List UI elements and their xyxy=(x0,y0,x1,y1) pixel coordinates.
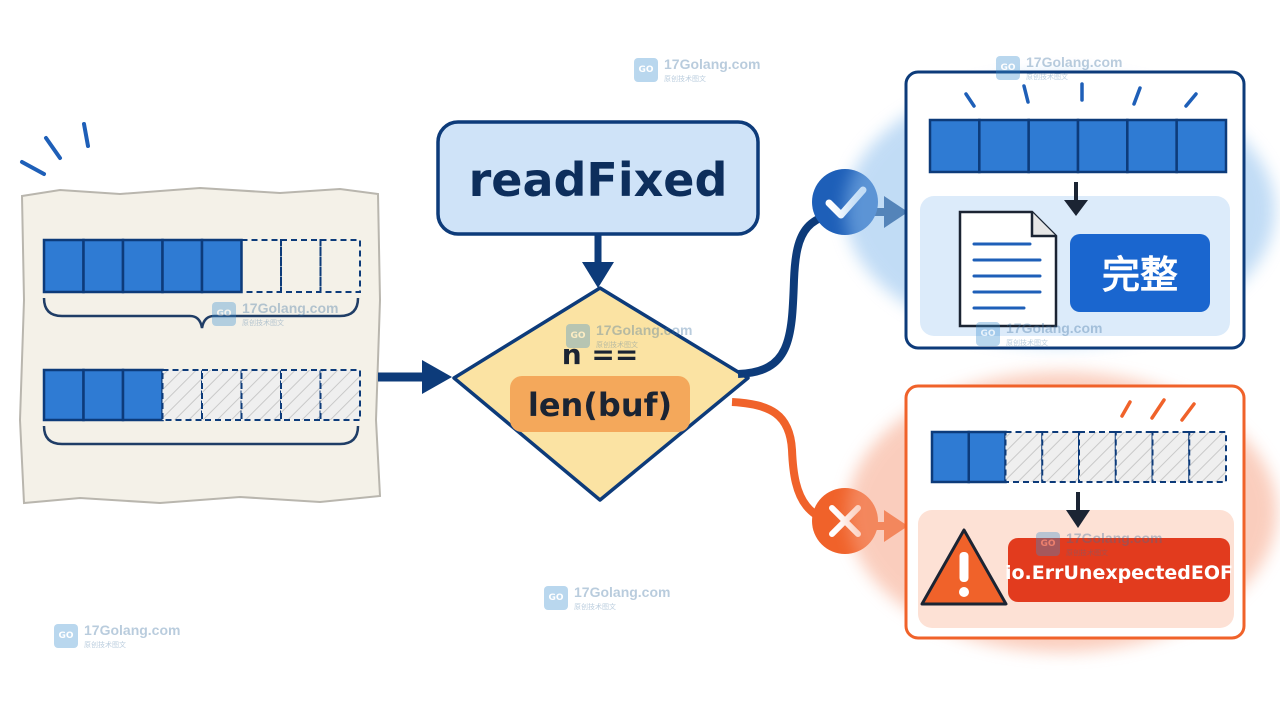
buffer-cell-empty xyxy=(1188,431,1227,483)
failure-buffer-partial xyxy=(930,430,1227,484)
function-box: readFixed xyxy=(436,120,760,236)
document-icon xyxy=(958,210,1058,328)
sparkle-line xyxy=(964,92,976,108)
buffer-cell-filled xyxy=(42,368,85,422)
sparkle-marks-success xyxy=(964,82,1198,108)
success-down-arrow xyxy=(1064,182,1088,216)
failure-down-arrow xyxy=(1066,492,1090,528)
buffer-cell-filled xyxy=(1126,118,1178,174)
buffer-cell-filled xyxy=(928,118,981,174)
buffer-cell-empty xyxy=(1151,431,1191,483)
buffer-cell-filled xyxy=(161,238,204,294)
condition-text-line1: n == xyxy=(562,338,639,371)
arrow-to-condition xyxy=(378,360,452,394)
buffer-cell-empty xyxy=(280,369,322,421)
buffer-cell-filled xyxy=(82,238,125,294)
failure-label: io.ErrUnexpectedEOF xyxy=(1005,562,1233,584)
condition-text-line2: len(buf) xyxy=(528,386,672,424)
buffer-cell-empty xyxy=(1114,431,1154,483)
buffer-cell-empty xyxy=(319,369,361,421)
sparkle-line xyxy=(1180,402,1196,422)
brace-top xyxy=(42,297,360,329)
input-paper xyxy=(18,186,382,505)
failure-label-bg xyxy=(1008,538,1230,602)
condition-diamond: n == len(buf) xyxy=(452,286,750,502)
buffer-cell-empty xyxy=(280,239,322,293)
buffer-cell-filled xyxy=(930,430,970,484)
success-label-bg xyxy=(1070,234,1210,312)
buffer-cell-empty xyxy=(1041,431,1080,483)
success-buffer-full xyxy=(928,118,1228,174)
input-buffer-partial xyxy=(42,238,361,294)
function-name: readFixed xyxy=(469,153,728,207)
arrow-to-diamond xyxy=(582,234,614,288)
buffer-cell-empty xyxy=(319,239,361,293)
condition-highlight xyxy=(510,376,690,432)
sparkle-marks-failure xyxy=(1120,398,1196,422)
buffer-cell-filled xyxy=(1027,118,1080,174)
warning-icon xyxy=(920,528,1008,606)
sparkle-line xyxy=(82,122,90,148)
buffer-cell-empty xyxy=(161,369,203,421)
buffer-cell-filled xyxy=(978,118,1030,174)
buffer-cell-filled xyxy=(121,238,164,294)
input-buffer-short xyxy=(42,368,361,422)
sparkle-line xyxy=(20,160,46,176)
sparkle-marks-left xyxy=(20,122,90,176)
buffer-cell-empty xyxy=(1004,431,1044,483)
sparkle-line xyxy=(1120,400,1132,418)
sparkle-line xyxy=(1150,398,1166,420)
paper-sheet xyxy=(18,186,382,505)
buffer-cell-filled xyxy=(121,368,164,422)
success-panel: 完整 xyxy=(845,70,1275,350)
sparkle-line xyxy=(44,136,62,160)
sparkle-line xyxy=(1132,86,1142,106)
buffer-cell-filled xyxy=(1175,118,1228,174)
buffer-cell-empty xyxy=(1078,431,1117,483)
success-label: 完整 xyxy=(1102,253,1178,297)
buffer-cell-filled xyxy=(82,368,125,422)
failure-panel: io.ErrUnexpectedEOF xyxy=(847,372,1277,652)
buffer-cell-empty xyxy=(240,239,282,293)
brace-bottom xyxy=(42,425,360,446)
buffer-cell-filled xyxy=(967,430,1007,484)
sparkle-line xyxy=(1022,84,1030,104)
buffer-cell-filled xyxy=(42,238,85,294)
buffer-cell-filled xyxy=(200,238,243,294)
buffer-cell-empty xyxy=(201,369,243,421)
buffer-cell-empty xyxy=(240,369,282,421)
sparkle-line xyxy=(1184,92,1198,108)
buffer-cell-filled xyxy=(1076,118,1129,174)
